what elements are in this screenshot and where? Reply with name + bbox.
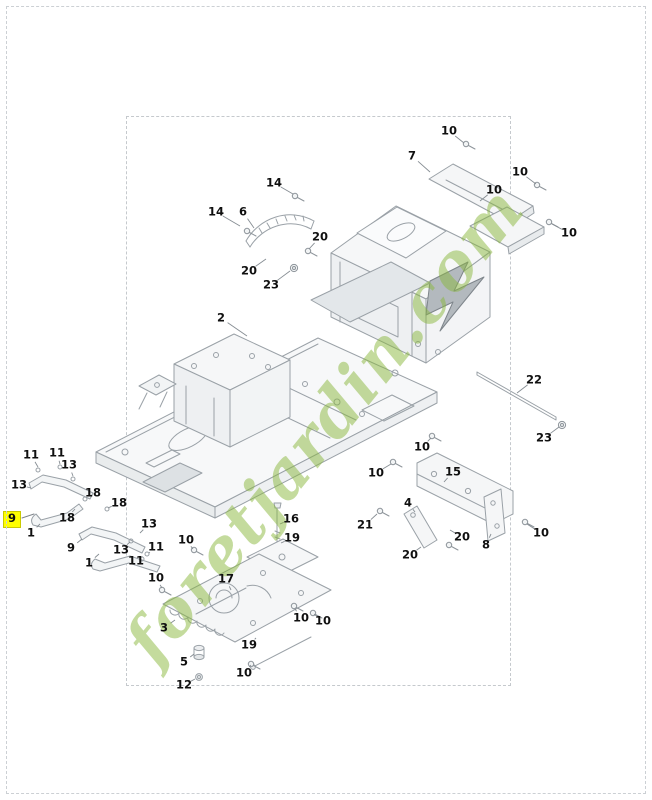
part-curved-bracket-6: [245, 214, 315, 248]
selected-part-badge[interactable]: 9: [3, 511, 22, 528]
part-bracket-8: [483, 488, 506, 542]
diagram-bounds: [126, 116, 511, 686]
part-bracket-4: [403, 505, 438, 549]
part-seat-support: [173, 333, 291, 448]
part-front-bracket: [138, 374, 177, 410]
part-nut-12: [195, 673, 203, 681]
part-left-brackets: [28, 474, 161, 573]
part-rod-22: [476, 371, 557, 421]
part-belly-pan-3: [162, 553, 332, 643]
selected-part-leader: [21, 513, 35, 519]
part-seat-plate: [310, 261, 431, 323]
left-fasteners: [35, 464, 150, 562]
part-rear-plate-7: [428, 163, 545, 255]
part-spacer-5: [193, 644, 205, 661]
